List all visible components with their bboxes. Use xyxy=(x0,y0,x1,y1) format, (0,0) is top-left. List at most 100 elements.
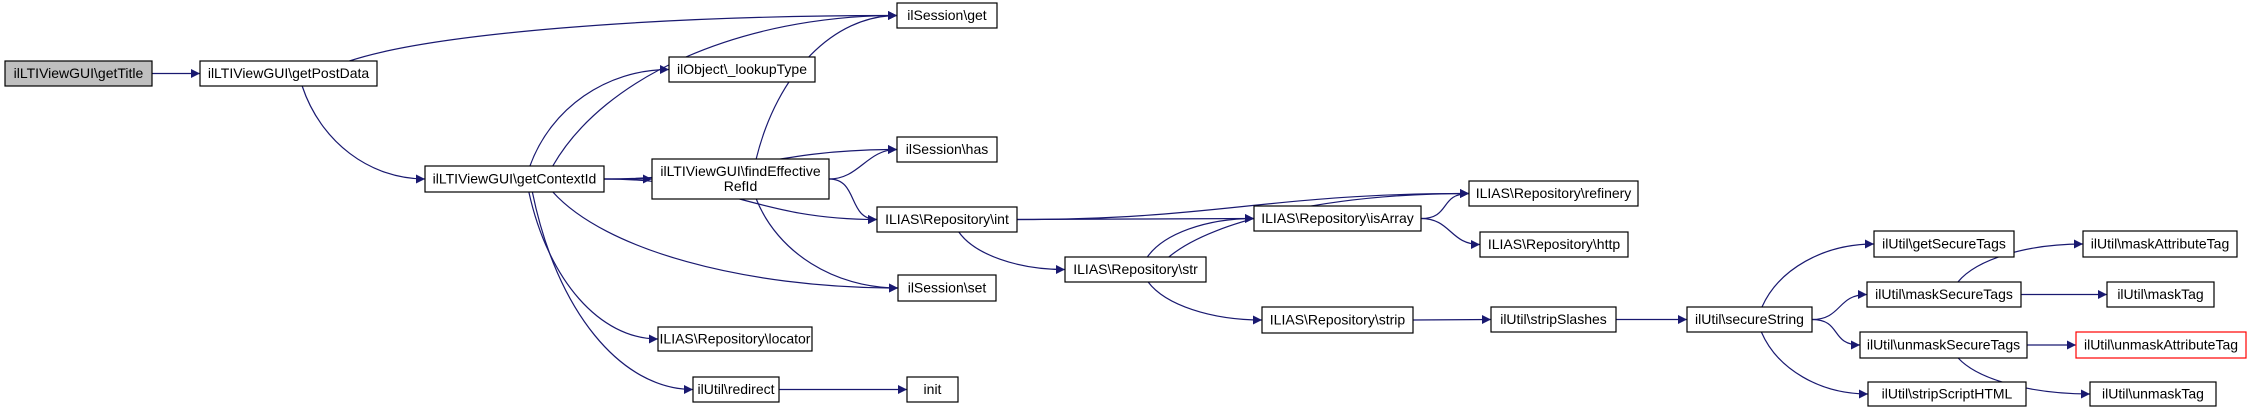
node-box xyxy=(2089,381,2217,407)
edge-getContextId-to-locator xyxy=(528,191,659,344)
node-label: ilLTIViewGUI\getTitle xyxy=(14,65,144,81)
node-label: ILIAS\Repository\locator xyxy=(660,331,811,347)
edge-findEff-to-sessGet xyxy=(755,11,898,160)
node-mask-attribute-tag[interactable]: ilUtil\maskAttributeTag xyxy=(2082,230,2238,258)
node-box xyxy=(2075,331,2247,359)
edge-isArray-to-refinery xyxy=(1420,189,1470,220)
node-label: ILIAS\Repository\strip xyxy=(1270,312,1406,328)
edge-getContextId-to-redirect xyxy=(531,191,694,394)
node-box xyxy=(1261,306,1414,334)
node-mask-secure-tags[interactable]: ilUtil\maskSecureTags xyxy=(1866,281,2022,308)
node-box xyxy=(896,136,998,163)
node-label: init xyxy=(924,381,942,397)
node-label: ILIAS\Repository\http xyxy=(1488,236,1621,252)
node-label: ilUtil\unmaskAttributeTag xyxy=(2084,337,2238,353)
node-locator[interactable]: ILIAS\Repository\locator xyxy=(657,326,813,352)
node-box xyxy=(1490,306,1617,333)
node-box xyxy=(1867,381,2027,407)
node-unmask-attribute-tag[interactable]: ilUtil\unmaskAttributeTag xyxy=(2075,331,2247,359)
node-box xyxy=(897,274,997,302)
node-box xyxy=(651,158,830,200)
node-box xyxy=(4,60,153,87)
edge-secureString-to-stripScriptHTML xyxy=(1760,331,1869,399)
node-box xyxy=(1064,256,1207,283)
node-box xyxy=(906,376,959,403)
node-label: ilSession\get xyxy=(907,7,986,23)
node-unmask-secure-tags[interactable]: ilUtil\unmaskSecureTags xyxy=(1859,331,2028,359)
node-label: RefId xyxy=(724,178,757,194)
node-rep-str[interactable]: ILIAS\Repository\str xyxy=(1064,256,1207,283)
edge-repStr-to-repStrip xyxy=(1147,281,1263,325)
edge-repInt-to-refinery xyxy=(1016,189,1470,221)
edge-repStrip-to-stripSlashes xyxy=(1412,315,1492,325)
node-get-context-id[interactable]: ilLTIViewGUI\getContextId xyxy=(424,165,605,193)
node-label: ilUtil\stripScriptHTML xyxy=(1882,386,2013,402)
node-box xyxy=(668,56,816,83)
node-label: ILIAS\Repository\isArray xyxy=(1261,210,1414,226)
node-box xyxy=(2082,230,2238,258)
node-box xyxy=(1468,180,1639,207)
node-label: ilLTIViewGUI\findEffective xyxy=(660,163,821,179)
node-box xyxy=(1866,281,2022,308)
node-rep-int[interactable]: ILIAS\Repository\int xyxy=(876,206,1018,233)
edge-findEff-to-sessSet xyxy=(755,198,899,293)
edge-getContextId-to-lookupType xyxy=(529,65,670,167)
node-redirect[interactable]: ilUtil\redirect xyxy=(692,376,780,403)
edge-secureString-to-maskSecureTags xyxy=(1811,290,1868,321)
node-strip-slashes[interactable]: ilUtil\stripSlashes xyxy=(1490,306,1617,333)
node-is-array[interactable]: ILIAS\Repository\isArray xyxy=(1253,205,1422,232)
node-box xyxy=(1859,331,2028,359)
edge-repInt-to-repStr xyxy=(958,231,1066,274)
edge-secureString-to-unmaskSecureTags xyxy=(1811,318,1861,350)
edge-secureString-to-getSecureTags xyxy=(1761,239,1875,308)
node-label: ILIAS\Repository\str xyxy=(1073,261,1198,277)
node-label: ilUtil\stripSlashes xyxy=(1500,311,1607,327)
node-label: ilUtil\unmaskSecureTags xyxy=(1867,337,2020,353)
node-mask-tag[interactable]: ilUtil\maskTag xyxy=(2106,281,2215,308)
node-box xyxy=(2106,281,2215,308)
node-label: ilUtil\maskSecureTags xyxy=(1875,286,2013,302)
node-secure-string[interactable]: ilUtil\secureString xyxy=(1686,306,1813,333)
node-sess-get[interactable]: ilSession\get xyxy=(896,2,998,29)
node-box xyxy=(1479,231,1629,258)
node-unmask-tag[interactable]: ilUtil\unmaskTag xyxy=(2089,381,2217,407)
node-init[interactable]: init xyxy=(906,376,959,403)
node-box xyxy=(424,165,605,193)
node-label: ilUtil\unmaskTag xyxy=(2102,386,2204,402)
node-box xyxy=(199,60,378,87)
node-label: ilSession\set xyxy=(908,280,987,296)
node-get-secure-tags[interactable]: ilUtil\getSecureTags xyxy=(1873,230,2015,258)
edge-findEff-to-repInt xyxy=(828,178,878,224)
edge-getPostData-to-getContextId xyxy=(301,85,426,184)
node-label: ilLTIViewGUI\getContextId xyxy=(433,171,597,187)
node-sess-has[interactable]: ilSession\has xyxy=(896,136,998,163)
edge-isArray-to-http xyxy=(1420,217,1481,249)
edge-findEff-to-sessHas xyxy=(828,145,898,180)
node-box xyxy=(876,206,1018,233)
node-http[interactable]: ILIAS\Repository\http xyxy=(1479,231,1629,258)
node-label: ilSession\has xyxy=(906,141,989,157)
edge-getContextId-to-sessSet xyxy=(552,191,899,293)
node-strip-script-h-t-m-l[interactable]: ilUtil\stripScriptHTML xyxy=(1867,381,2027,407)
node-label: ilUtil\secureString xyxy=(1695,311,1804,327)
edge-getPostData-to-sessGet xyxy=(349,11,898,62)
node-sess-set[interactable]: ilSession\set xyxy=(897,274,997,302)
node-label: ILIAS\Repository\int xyxy=(885,211,1009,227)
node-box xyxy=(1253,205,1422,232)
node-box xyxy=(692,376,780,403)
node-lookup-type[interactable]: ilObject\_lookupType xyxy=(668,56,816,83)
node-label: ilUtil\redirect xyxy=(697,381,774,397)
nodes-layer: ilLTIViewGUI\getTitle ilLTIViewGUI\getPos… xyxy=(4,2,2247,407)
node-refinery[interactable]: ILIAS\Repository\refinery xyxy=(1468,180,1639,207)
node-label: ilObject\_lookupType xyxy=(677,61,807,77)
node-label: ilUtil\maskAttributeTag xyxy=(2091,236,2230,252)
node-rep-strip[interactable]: ILIAS\Repository\strip xyxy=(1261,306,1414,334)
node-get-title[interactable]: ilLTIViewGUI\getTitle xyxy=(4,60,153,87)
node-get-post-data[interactable]: ilLTIViewGUI\getPostData xyxy=(199,60,378,87)
node-box xyxy=(657,326,813,352)
edge-repInt-to-isArray xyxy=(1016,214,1255,224)
node-label: ilUtil\maskTag xyxy=(2117,286,2203,302)
edge-repStr-to-isArray xyxy=(1146,214,1255,258)
